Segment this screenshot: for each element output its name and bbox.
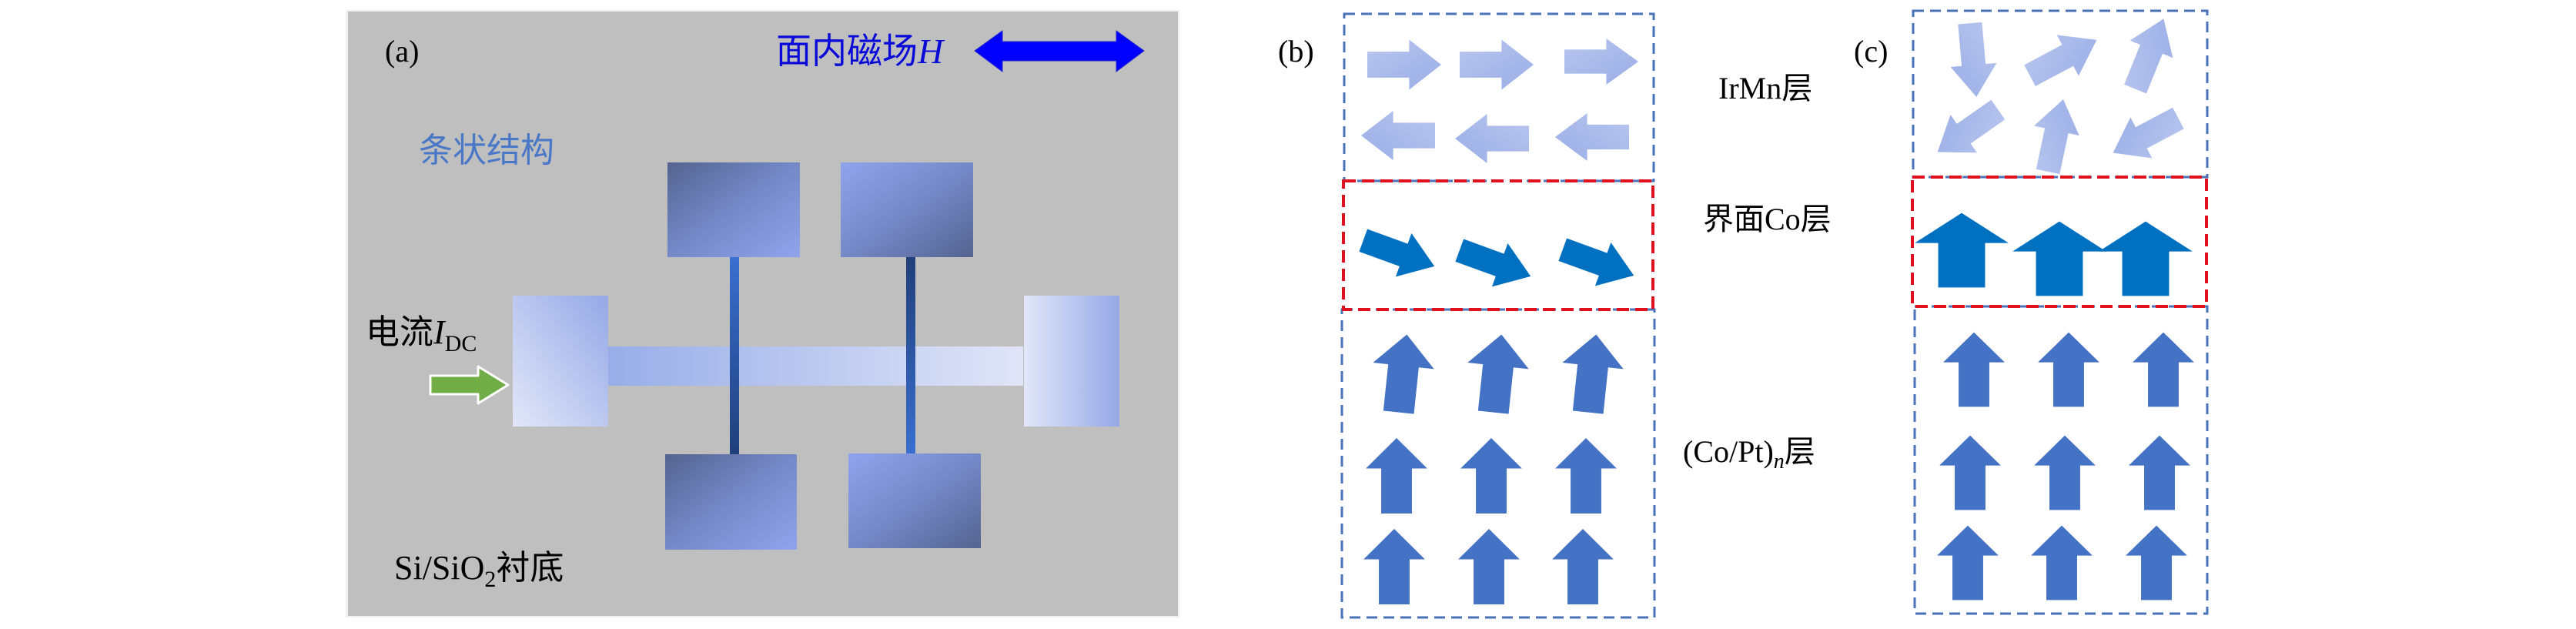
- panel-c-label: (c): [1854, 34, 1888, 69]
- arrow-up-icon: [1943, 332, 2005, 407]
- arrow-up-icon: [2099, 221, 2193, 296]
- interface-layer-box-c: [1911, 176, 2208, 308]
- irmn-arrows-b: [1361, 38, 1638, 163]
- arrow-random-icon: [2113, 10, 2186, 98]
- arrow-up-icon: [1366, 438, 1427, 514]
- arrow-up-icon: [1939, 435, 2001, 510]
- arrow-up-icon: [1460, 438, 1522, 514]
- arrow-up-icon: [2133, 332, 2194, 407]
- arrow-right-icon: [1367, 39, 1441, 90]
- panel-b-label: (b): [1278, 34, 1314, 69]
- arrow-up-icon: [1937, 525, 1999, 601]
- in-plane-field-text: 面内磁场: [776, 32, 918, 71]
- arrow-right-icon: [1460, 39, 1534, 90]
- arrow-up-icon: [1458, 529, 1520, 604]
- contact-pad-top-right: [841, 162, 973, 257]
- contact-pad-bottom-left: [665, 454, 797, 550]
- panel-b: (b): [1278, 12, 1656, 619]
- irmn-layer-label: IrMn层: [1718, 71, 1812, 105]
- irmn-layer-box-c: [1912, 9, 2209, 179]
- current-arrow-icon: [429, 365, 510, 405]
- hall-line-right: [906, 257, 915, 454]
- copt-layer-label: (Co/Pt)n层: [1683, 434, 1815, 473]
- current-pad-right: [1024, 296, 1119, 427]
- panel-a-label: (a): [385, 34, 419, 69]
- arrow-tilted-icon: [1355, 218, 1443, 289]
- copt-suffix: 层: [1785, 434, 1815, 469]
- arrow-up-icon: [2038, 332, 2099, 407]
- arrow-up-icon: [1915, 212, 2009, 288]
- copt-layer-box-c: [1913, 305, 2209, 615]
- current-text: 电流: [366, 313, 433, 351]
- arrow-left-icon: [1361, 111, 1435, 160]
- current-subscript: DC: [445, 331, 477, 356]
- arrow-up-tilted-icon: [1368, 331, 1437, 416]
- interface-arrows-b: [1355, 218, 1642, 299]
- contact-pad-bottom-right: [848, 453, 981, 548]
- arrow-up-icon: [2034, 435, 2096, 510]
- interface-layer-box-b: [1342, 179, 1654, 311]
- current-label: 电流IDC: [366, 313, 477, 356]
- arrow-up-icon: [2129, 435, 2190, 510]
- current-pad-left: [513, 296, 608, 427]
- arrow-random-icon: [1924, 90, 2012, 172]
- current-symbol: I: [433, 313, 447, 351]
- arrow-up-icon: [2031, 525, 2093, 601]
- interface-arrows-c: [1915, 212, 2193, 296]
- substrate-label: Si/SiO2衬底: [394, 549, 564, 592]
- arrow-up-tilted-icon: [1463, 331, 1532, 416]
- field-double-arrow-icon: [974, 30, 1145, 72]
- arrow-random-icon: [2019, 19, 2108, 96]
- arrow-up-icon: [2012, 221, 2106, 296]
- copt-arrows-b: [1363, 331, 1627, 604]
- interface-co-layer-label: 界面Co层: [1703, 202, 1832, 236]
- panel-c: (c): [1854, 9, 2209, 615]
- arrow-random-icon: [1946, 21, 2000, 99]
- arrow-tilted-icon: [1451, 228, 1539, 299]
- hall-line-left: [730, 257, 739, 454]
- arrow-left-icon: [1555, 113, 1629, 161]
- layer-labels: IrMn层 界面Co层 (Co/Pt)n层: [1683, 71, 1832, 473]
- substrate-text-suffix: 衬底: [496, 549, 564, 587]
- arrow-right-icon: [1564, 38, 1638, 85]
- arrow-random-icon: [2102, 97, 2190, 174]
- contact-pad-top-left: [667, 162, 800, 257]
- field-symbol: H: [917, 32, 945, 71]
- panel-a: (a) 面内磁场H 条状结构 电流IDC Si/SiO2衬底: [346, 10, 1179, 617]
- current-bar: [607, 346, 1023, 386]
- irmn-arrows-c: [1924, 10, 2190, 177]
- in-plane-field-label: 面内磁场H: [776, 32, 945, 71]
- copt-arrows-c: [1937, 332, 2194, 601]
- structure-label: 条状结构: [419, 131, 554, 170]
- arrow-up-tilted-icon: [1557, 331, 1627, 416]
- copt-text: (Co/Pt): [1683, 434, 1774, 469]
- arrow-tilted-icon: [1554, 227, 1642, 298]
- arrow-left-icon: [1455, 114, 1529, 163]
- copt-subscript: n: [1774, 450, 1785, 473]
- arrow-up-icon: [2126, 525, 2187, 601]
- substrate-text: Si/SiO: [394, 549, 484, 587]
- substrate-subscript: 2: [484, 567, 496, 592]
- arrow-up-icon: [1552, 529, 1614, 604]
- arrow-up-icon: [1363, 529, 1425, 604]
- arrow-random-icon: [2025, 94, 2086, 177]
- arrow-up-icon: [1555, 438, 1617, 514]
